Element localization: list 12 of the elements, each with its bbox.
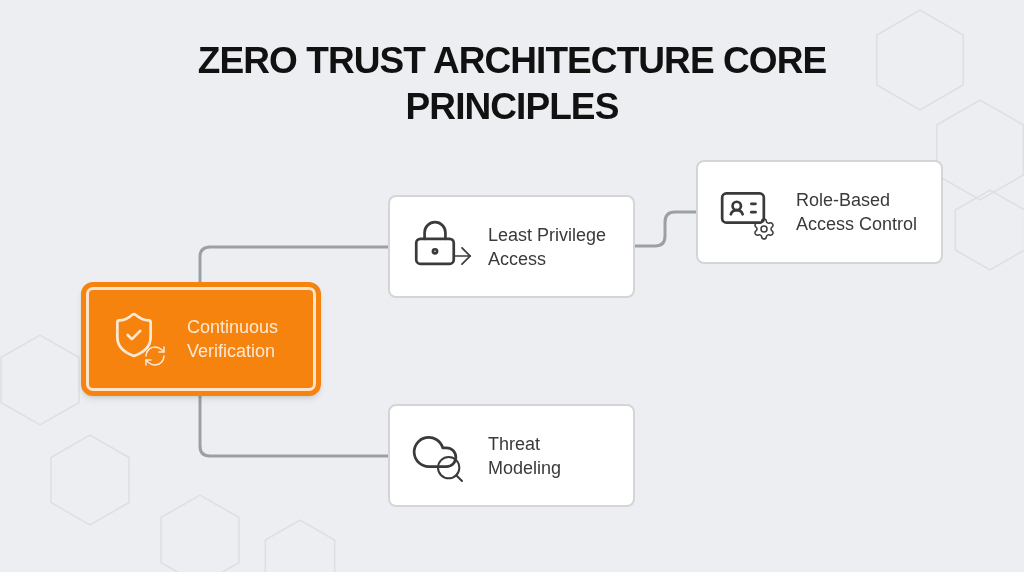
principle-box bbox=[388, 195, 635, 298]
connector-line bbox=[198, 396, 388, 458]
principle-label: Role-Based Access Control bbox=[796, 189, 919, 236]
title: ZERO TRUST ARCHITECTURE CORE PRINCIPLES bbox=[196, 39, 828, 129]
principle-label: Threat Modeling bbox=[488, 432, 563, 480]
highlighted-principle-box bbox=[81, 282, 321, 396]
connector-line bbox=[635, 210, 696, 248]
principle-box bbox=[696, 160, 943, 264]
principle-label: Continuous Verification bbox=[187, 316, 280, 363]
principle-label: Least Privilege Access bbox=[488, 223, 608, 271]
connector-line bbox=[198, 245, 388, 282]
principle-box bbox=[388, 404, 635, 507]
